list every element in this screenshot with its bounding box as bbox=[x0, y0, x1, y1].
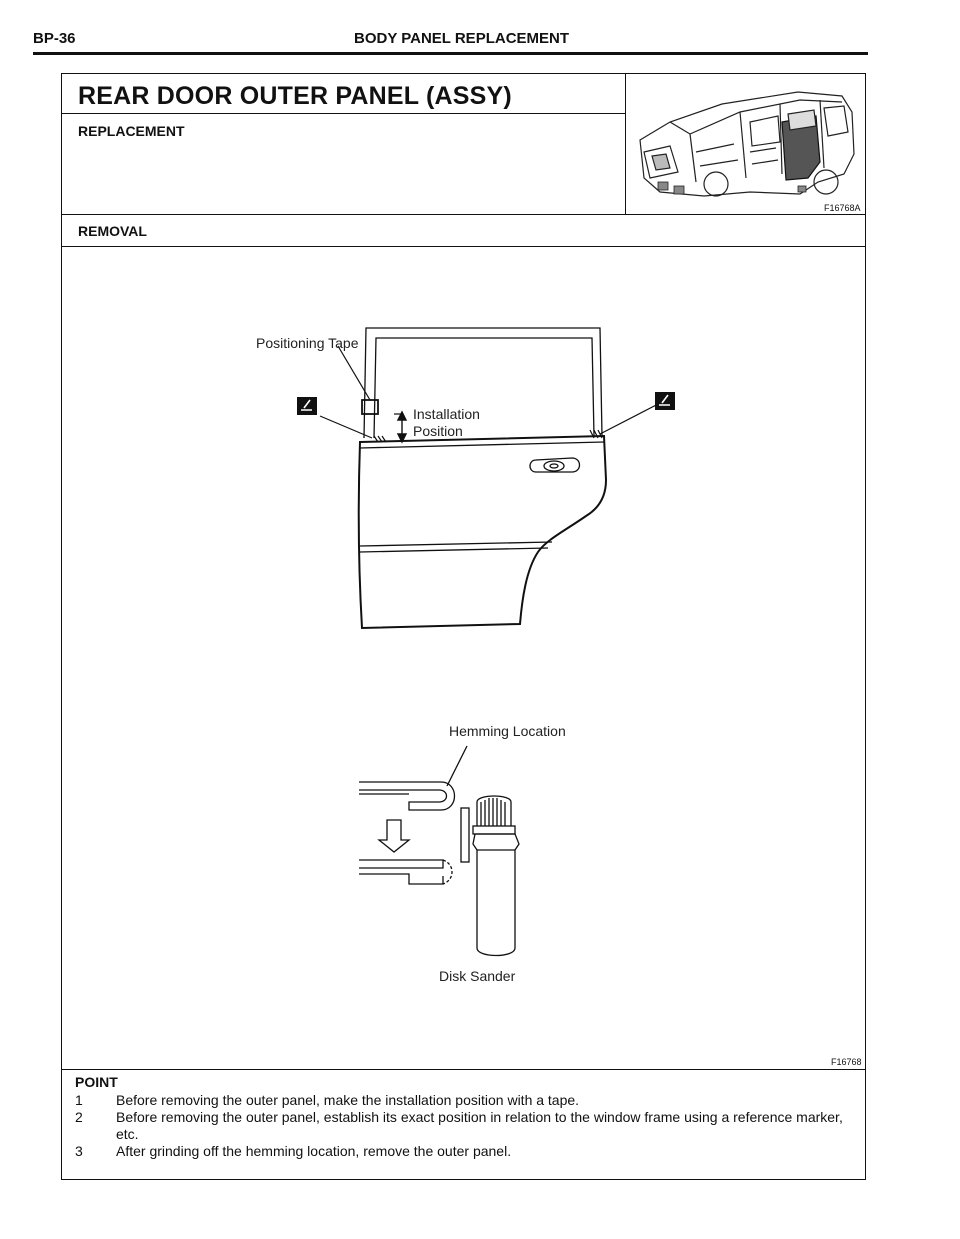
page-code: BP-36 bbox=[33, 30, 76, 47]
removal-heading-bottom bbox=[61, 246, 866, 247]
title-image-divider bbox=[625, 73, 626, 214]
section-title: BODY PANEL REPLACEMENT bbox=[354, 30, 570, 47]
hemming-diagram bbox=[359, 745, 520, 957]
step-item: 1 Before removing the outer panel, make … bbox=[75, 1092, 855, 1109]
hemming-location-label: Hemming Location bbox=[449, 723, 566, 739]
removal-figure-id: F16768 bbox=[831, 1057, 862, 1067]
removal-heading: REMOVAL bbox=[78, 223, 147, 239]
step-number: 1 bbox=[75, 1092, 83, 1108]
content-frame bbox=[61, 73, 866, 1180]
thumbnail-figure-id: F16768A bbox=[824, 203, 861, 213]
step-text: Before removing the outer panel, establi… bbox=[116, 1109, 843, 1142]
step-text: After grinding off the hemming location,… bbox=[116, 1143, 512, 1159]
marker-icon-right bbox=[655, 392, 675, 410]
title-block-bottom bbox=[61, 214, 866, 215]
positioning-tape-label: Positioning Tape bbox=[256, 335, 359, 351]
rear-door-diagram bbox=[297, 327, 675, 630]
disk-sander-label: Disk Sander bbox=[439, 968, 516, 984]
step-number: 2 bbox=[75, 1109, 83, 1125]
figure-bottom bbox=[61, 1069, 866, 1070]
step-text: Before removing the outer panel, make th… bbox=[116, 1092, 580, 1108]
step-item: 3 After grinding off the hemming locatio… bbox=[75, 1143, 855, 1160]
step-item: 2 Before removing the outer panel, estab… bbox=[75, 1109, 855, 1143]
heading-underline bbox=[61, 113, 625, 114]
marker-icon-left bbox=[297, 397, 317, 415]
position-label: Position bbox=[413, 423, 463, 439]
header-rule bbox=[33, 52, 868, 55]
replacement-subheading: REPLACEMENT bbox=[78, 123, 185, 139]
installation-label: Installation bbox=[413, 406, 480, 422]
point-steps: 1 Before removing the outer panel, make … bbox=[75, 1092, 855, 1160]
step-number: 3 bbox=[75, 1143, 83, 1159]
vehicle-body-illustration bbox=[639, 91, 855, 197]
point-heading: POINT bbox=[75, 1074, 118, 1090]
page-title: REAR DOOR OUTER PANEL (ASSY) bbox=[78, 82, 512, 110]
